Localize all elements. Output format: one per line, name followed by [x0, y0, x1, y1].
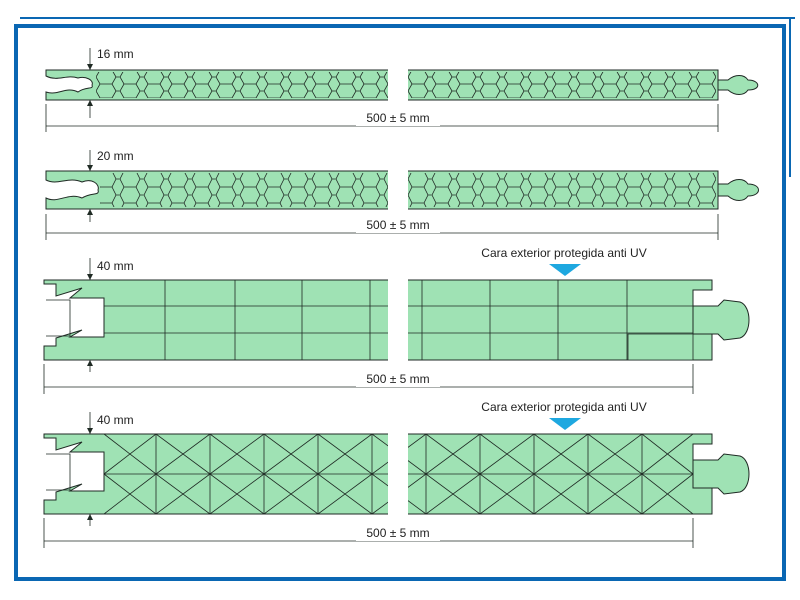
panel-20mm-tongue: [717, 179, 759, 201]
panel-40mm-cellular-break: [388, 272, 408, 368]
panel-40mm-cellular-width-label: 500 ± 5 mm: [366, 372, 429, 386]
frame-accent-top: [20, 17, 795, 19]
panel-40mm-truss-thickness-label: 40 mm: [97, 413, 134, 427]
panel-20mm-break: [388, 164, 408, 216]
panel-16mm-break: [388, 64, 408, 108]
panel-40mm-truss: 40 mm Cara exterior protegida anti UV 50…: [43, 400, 750, 548]
panel-16mm: 16 mm 500 ± 5 mm: [45, 47, 759, 132]
panel-40mm-truss-tongue: [692, 453, 750, 495]
panel-40mm-cellular-thickness-label: 40 mm: [97, 259, 134, 273]
panel-40mm-truss-break: [388, 426, 408, 522]
panel-40mm-cellular-uv-note: Cara exterior protegida anti UV: [481, 246, 646, 260]
uv-marker-icon: [549, 264, 581, 276]
panel-16mm-width-label: 500 ± 5 mm: [366, 111, 429, 125]
panel-20mm-width-label: 500 ± 5 mm: [366, 218, 429, 232]
panel-16mm-thickness-label: 16 mm: [97, 47, 134, 61]
panel-20mm-thickness-label: 20 mm: [97, 149, 134, 163]
panel-40mm-cellular-tongue: [692, 299, 750, 341]
panel-40mm-cellular-body: [43, 279, 713, 361]
panel-16mm-dim-arrow-bottom: [87, 100, 93, 106]
panel-40mm-truss-uv-note: Cara exterior protegida anti UV: [481, 400, 646, 414]
frame-accent-right: [789, 17, 791, 177]
panel-40mm-cellular-groove: [46, 299, 71, 337]
panel-16mm-tongue: [717, 75, 759, 95]
panel-16mm-dim-arrow-top: [87, 64, 93, 70]
uv-marker-icon: [549, 418, 581, 430]
panel-40mm-truss-width-label: 500 ± 5 mm: [366, 526, 429, 540]
panel-40mm-cellular: 40 mm Cara exterior protegida anti UV 50…: [43, 246, 750, 394]
panel-20mm: 20 mm 500 ± 5 mm: [45, 149, 759, 240]
